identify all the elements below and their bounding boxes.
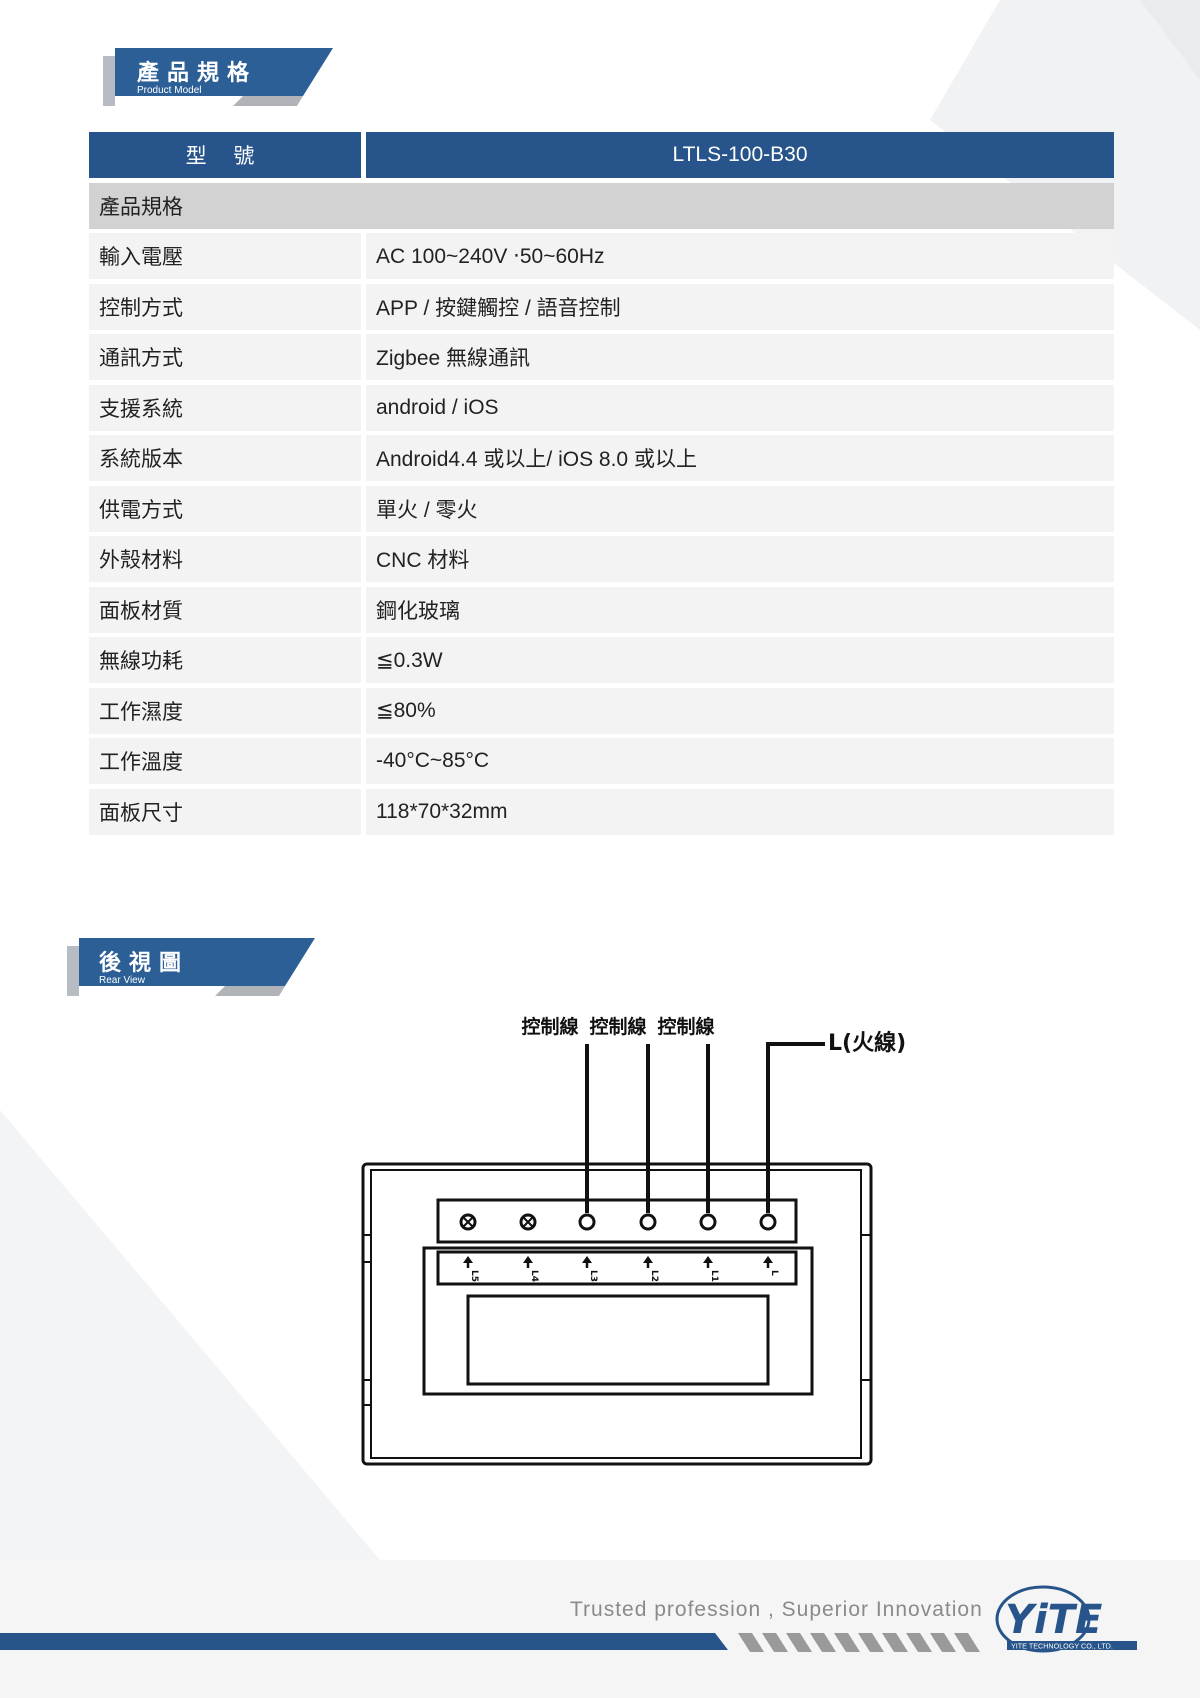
logo-subtitle: YITE TECHNOLOGY CO., LTD. xyxy=(1011,1642,1113,1651)
row-label: 供電方式 xyxy=(89,485,361,532)
terminal-label: L3 xyxy=(588,1270,598,1282)
table-row: 工作濕度≦80% xyxy=(89,687,1114,734)
terminal-label: L2 xyxy=(649,1270,659,1282)
row-label: 控制方式 xyxy=(89,283,361,330)
terminal-label: L1 xyxy=(709,1270,719,1282)
switch-housing xyxy=(361,1162,873,1466)
row-value: -40°C~85°C xyxy=(366,738,1114,784)
terminal-arrow xyxy=(763,1256,773,1263)
wire-label: 控制線 xyxy=(521,1015,578,1038)
row-label: 工作溫度 xyxy=(89,738,361,784)
row-label: 無線功耗 xyxy=(89,637,361,683)
header-label: 型 號 xyxy=(89,132,361,178)
rear-view-diagram: 控制線 控制線 控制線 L(火線) xyxy=(360,1010,920,1470)
row-value: 鋼化玻璃 xyxy=(366,586,1114,633)
wires xyxy=(585,1042,825,1213)
row-label: 面板尺寸 xyxy=(89,788,361,835)
row-label: 通訊方式 xyxy=(89,334,361,380)
section-title: 後視圖 xyxy=(99,951,190,976)
wire-label: 控制線 xyxy=(657,1015,714,1038)
company-logo: YiTE YITE TECHNOLOGY CO., LTD. xyxy=(995,1585,1145,1653)
terminal-arrow xyxy=(643,1256,653,1263)
row-label: 外殼材料 xyxy=(89,536,361,582)
terminal-arrow xyxy=(463,1256,473,1263)
section-subtitle: Product Model xyxy=(137,85,202,96)
row-label: 系統版本 xyxy=(89,435,361,481)
row-label: 支援系統 xyxy=(89,384,361,431)
badge-plate xyxy=(103,48,333,106)
row-label: 工作濕度 xyxy=(89,687,361,734)
terminal-label: L4 xyxy=(529,1270,539,1282)
table-row: 無線功耗≦0.3W xyxy=(89,637,1114,683)
section-header-rear: 後視圖 Rear View xyxy=(67,938,315,996)
row-value: ≦0.3W xyxy=(366,637,1114,683)
badge-plate xyxy=(67,938,315,996)
row-value: APP / 按鍵觸控 / 語音控制 xyxy=(366,283,1114,330)
row-label: 輸入電壓 xyxy=(89,233,361,279)
row-value: android / iOS xyxy=(366,384,1114,431)
row-value: AC 100~240V ‧50~60Hz xyxy=(366,233,1114,279)
section-title: 產品規格 xyxy=(137,61,258,86)
table-row: 工作溫度-40°C~85°C xyxy=(89,738,1114,784)
header-value: LTLS-100-B30 xyxy=(366,132,1114,178)
row-label: 面板材質 xyxy=(89,586,361,633)
table-section-row: 產品規格 xyxy=(89,182,1114,229)
terminal-arrow xyxy=(703,1256,713,1263)
logo-text: YiTE xyxy=(1005,1597,1102,1643)
row-value: ≦80% xyxy=(366,687,1114,734)
row-value: CNC 材料 xyxy=(366,536,1114,582)
section-subtitle: Rear View xyxy=(99,975,145,986)
row-value: Android4.4 或以上/ iOS 8.0 或以上 xyxy=(366,435,1114,481)
footer-tagline: Trusted profession , Superior Innovation xyxy=(570,1598,983,1621)
terminal-labels: L5 L4 L3 L2 L1 L xyxy=(463,1256,779,1282)
terminal-screws xyxy=(459,1213,777,1231)
table-header-row: 型 號 LTLS-100-B30 xyxy=(89,132,1114,178)
terminal-arrow xyxy=(582,1256,592,1263)
terminal-label: L xyxy=(769,1270,779,1276)
row-value: 118*70*32mm xyxy=(366,788,1114,835)
table-row: 面板材質鋼化玻璃 xyxy=(89,586,1114,633)
footer-bar xyxy=(0,1633,980,1652)
table-row: 供電方式單火 / 零火 xyxy=(89,485,1114,532)
live-wire-label: L(火線) xyxy=(828,1030,906,1056)
wire-label: 控制線 xyxy=(589,1015,646,1038)
section-header-spec: 產品規格 Product Model xyxy=(103,48,333,106)
row-value: 單火 / 零火 xyxy=(366,485,1114,532)
section-label: 產品規格 xyxy=(99,194,183,219)
terminal-arrow xyxy=(523,1256,533,1263)
terminal-block xyxy=(422,1198,814,1396)
terminal-label: L5 xyxy=(469,1270,479,1282)
row-value: Zigbee 無線通訊 xyxy=(366,334,1114,380)
